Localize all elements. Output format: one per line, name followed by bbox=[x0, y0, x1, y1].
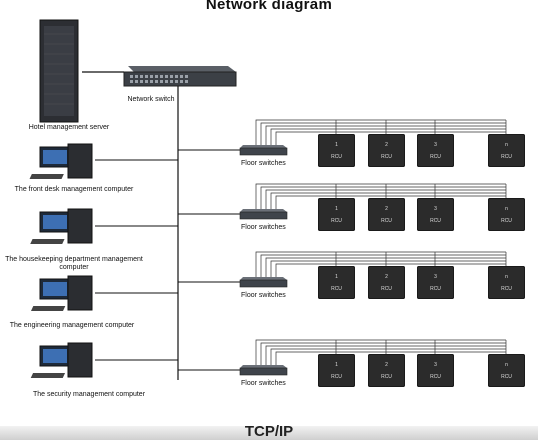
floor-switch-label-4: Floor switches bbox=[241, 380, 286, 387]
rcu-name: RCU bbox=[331, 374, 342, 380]
rcu-name: RCU bbox=[501, 286, 512, 292]
computer-label-security: The security management computer bbox=[32, 391, 146, 398]
rcu-number: 3 bbox=[434, 274, 437, 280]
rcu-name: RCU bbox=[381, 154, 392, 160]
footer-band bbox=[0, 426, 538, 440]
floor-switch-1 bbox=[178, 119, 507, 156]
rcu-number: 2 bbox=[385, 142, 388, 148]
rcu-name: RCU bbox=[430, 218, 441, 224]
rcu-number: n bbox=[505, 142, 508, 148]
rcu-number: 2 bbox=[385, 362, 388, 368]
floor-switch-label-1: Floor switches bbox=[241, 160, 286, 167]
rcu-number: n bbox=[505, 274, 508, 280]
rcu-number: n bbox=[505, 206, 508, 212]
rcu-number: 1 bbox=[335, 362, 338, 368]
computer-icon-security bbox=[30, 342, 93, 378]
computer-icon-housekeeping bbox=[30, 208, 93, 244]
network-switch-icon bbox=[123, 66, 237, 87]
floor-switch-label-3: Floor switches bbox=[241, 292, 286, 299]
rcu-name: RCU bbox=[331, 286, 342, 292]
computer-label-engineering: The engineering management computer bbox=[9, 322, 135, 329]
rcu-name: RCU bbox=[501, 374, 512, 380]
computer-label-front-desk: The front desk management computer bbox=[14, 186, 134, 193]
rcu-number: 2 bbox=[385, 274, 388, 280]
computer-icon-front-desk bbox=[29, 143, 93, 179]
rcu-number: 3 bbox=[434, 206, 437, 212]
rcu-number: 1 bbox=[335, 142, 338, 148]
rcu-name: RCU bbox=[381, 374, 392, 380]
server-icon bbox=[39, 19, 79, 123]
rcu-number: 1 bbox=[335, 206, 338, 212]
floor-switch-3 bbox=[178, 251, 507, 288]
footer-protocol: TCP/IP bbox=[244, 423, 294, 440]
computer-icon-engineering bbox=[30, 275, 93, 311]
rcu-number: 1 bbox=[335, 274, 338, 280]
rcu-name: RCU bbox=[430, 374, 441, 380]
server-label: Hotel management server bbox=[28, 124, 110, 131]
rcu-number: 3 bbox=[434, 362, 437, 368]
rcu-name: RCU bbox=[501, 154, 512, 160]
floor-switch-label-2: Floor switches bbox=[241, 224, 286, 231]
rcu-number: 2 bbox=[385, 206, 388, 212]
rcu-number: n bbox=[505, 362, 508, 368]
rcu-name: RCU bbox=[331, 154, 342, 160]
floor-switch-2 bbox=[178, 183, 507, 220]
rcu-name: RCU bbox=[430, 286, 441, 292]
network-switch-label: Network switch bbox=[127, 96, 175, 103]
computer-label-housekeeping: The housekeeping department management c… bbox=[5, 256, 143, 271]
rcu-name: RCU bbox=[331, 218, 342, 224]
rcu-name: RCU bbox=[381, 218, 392, 224]
rcu-name: RCU bbox=[501, 218, 512, 224]
diagram-title: Network diagram bbox=[205, 0, 333, 13]
rcu-name: RCU bbox=[430, 154, 441, 160]
rcu-name: RCU bbox=[381, 286, 392, 292]
floor-switch-4 bbox=[178, 339, 507, 376]
rcu-number: 3 bbox=[434, 142, 437, 148]
